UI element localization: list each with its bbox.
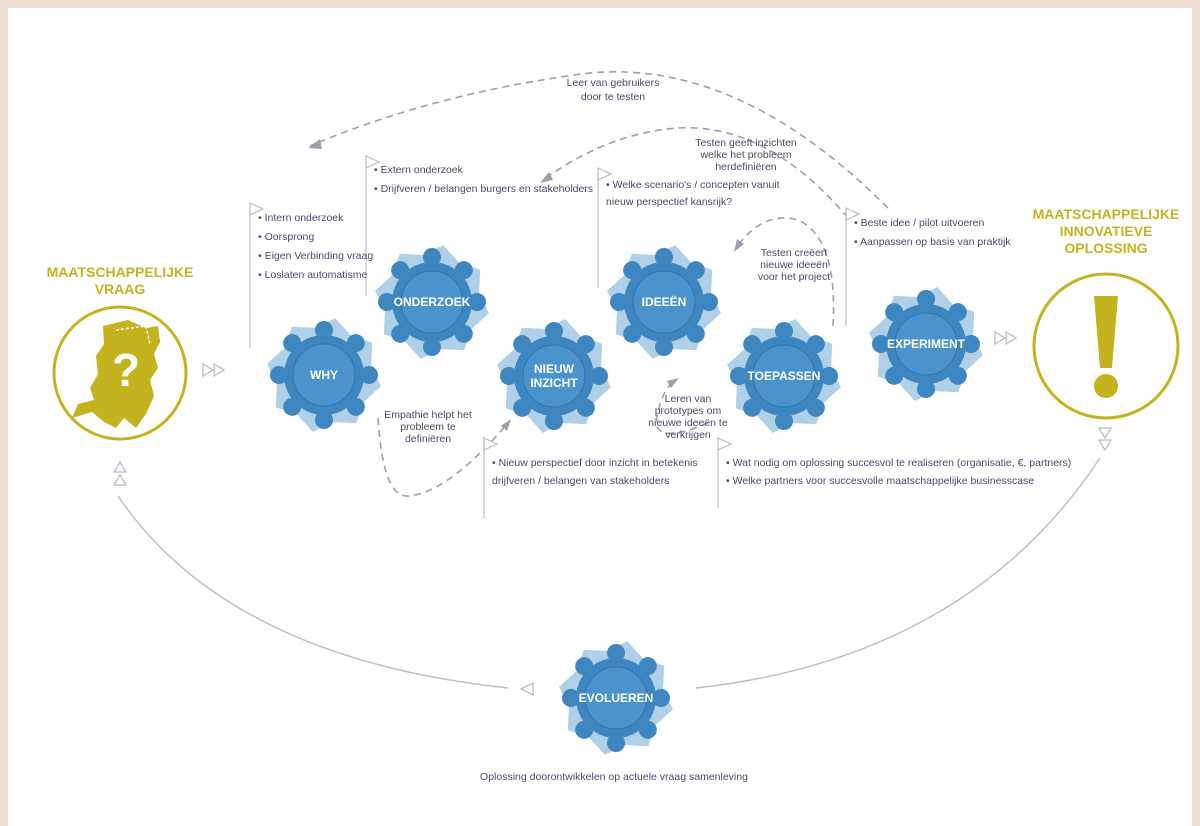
bullet-item: • Welke partners voor succesvolle maatsc… bbox=[726, 475, 1034, 487]
feedback-arrow-testen-geeft-inzichten bbox=[542, 126, 849, 219]
flag-marker bbox=[717, 437, 733, 508]
exclamation-icon bbox=[1094, 296, 1118, 398]
flag-marker bbox=[365, 155, 381, 296]
left-outcome-title-line-2: VRAAG bbox=[95, 281, 146, 297]
left-outcome: MAATSCHAPPELIJKE VRAAG ? bbox=[47, 264, 194, 441]
bullet-list-experiment: • Beste idee / pilot uitvoeren • Aanpasse… bbox=[854, 217, 1011, 248]
netherlands-map-question-icon: ? bbox=[72, 320, 160, 428]
gear-label-onderzoek: ONDERZOEK bbox=[394, 295, 471, 309]
question-mark-glyph: ? bbox=[112, 344, 140, 396]
note-line: nieuwe ideeën te bbox=[648, 417, 728, 429]
footer-caption: Oplossing doorontwikkelen op actuele vra… bbox=[480, 771, 748, 783]
gear-why: WHY bbox=[267, 318, 381, 432]
note-line: prototypes om bbox=[655, 405, 722, 417]
gear-ideeen: IDEEËN bbox=[607, 245, 721, 359]
arrowhead bbox=[540, 172, 553, 183]
return-arc-left bbox=[117, 495, 509, 689]
gear-evolueren: EVOLUEREN bbox=[559, 641, 673, 755]
bullet-item: • Beste idee / pilot uitvoeren bbox=[854, 217, 984, 229]
flow-arrow bbox=[994, 330, 1007, 346]
arrowhead bbox=[501, 419, 511, 431]
feedback-arrows bbox=[308, 71, 889, 497]
gear-label-toepassen: TOEPASSEN bbox=[748, 369, 821, 383]
note-line: Leer van gebruikers bbox=[567, 77, 660, 89]
gear-label-experiment: EXPERIMENT bbox=[887, 337, 966, 351]
bullet-item: • Wat nodig om oplossing succesvol te re… bbox=[726, 457, 1071, 469]
flow-arrow bbox=[213, 362, 226, 378]
right-outcome-title-line-2: INNOVATIEVE bbox=[1060, 223, 1153, 239]
note-line: welke het probleem bbox=[699, 149, 791, 161]
note-line: Testen geeft inzichten bbox=[695, 137, 797, 149]
bullet-list-toepassen: • Wat nodig om oplossing succesvol te re… bbox=[726, 457, 1071, 487]
flag-marker bbox=[845, 207, 861, 326]
note-line: nieuwe ideeën bbox=[760, 259, 828, 271]
flow-arrow bbox=[112, 460, 128, 473]
left-outcome-title-line-1: MAATSCHAPPELIJKE bbox=[47, 264, 194, 280]
flow-arrow bbox=[1097, 427, 1113, 440]
bullet-item: • Eigen Verbinding vraag bbox=[258, 250, 373, 262]
gear-label-nieuw-inzicht: INZICHT bbox=[530, 376, 578, 390]
bullet-list-ideeen: • Welke scenario's / concepten vanuit ni… bbox=[606, 179, 780, 208]
note-line: probleem te bbox=[400, 421, 456, 433]
arrowhead bbox=[667, 378, 679, 388]
note-line: Testen creëert bbox=[761, 247, 828, 259]
bullet-item: • Welke scenario's / concepten vanuit bbox=[606, 179, 780, 191]
bullet-list-onderzoek: • Extern onderzoek • Drijfveren / belange… bbox=[374, 164, 593, 195]
gear-experiment: EXPERIMENT bbox=[869, 287, 983, 401]
flow-arrow bbox=[1097, 439, 1113, 452]
flag-marker bbox=[249, 202, 265, 348]
feedback-arrow-leer-van-gebruikers bbox=[309, 71, 889, 209]
gear-label-ideeen: IDEEËN bbox=[642, 294, 687, 309]
flow-arrow bbox=[112, 473, 128, 486]
return-arc-right bbox=[695, 457, 1101, 689]
flag-marker bbox=[597, 167, 613, 288]
bullet-item: nieuw perspectief kansrijk? bbox=[606, 196, 732, 208]
note-line: door te testen bbox=[581, 91, 645, 103]
bullet-item: • Intern onderzoek bbox=[258, 212, 344, 224]
arrow-evolueren-left bbox=[519, 681, 534, 697]
feedback-arrow-empathie bbox=[377, 417, 509, 497]
flag-marker bbox=[483, 437, 499, 518]
bullet-item: drijfveren / belangen van stakeholders bbox=[492, 475, 669, 487]
note-line: voor het project bbox=[758, 271, 830, 283]
note-line: herdefiniëren bbox=[715, 161, 776, 173]
bullet-item: • Drijfveren / belangen burgers en stake… bbox=[374, 183, 593, 195]
note-line: Leren van bbox=[665, 393, 712, 405]
gear-label-nieuw-inzicht: NIEUW bbox=[534, 362, 575, 376]
note-line: Empathie helpt het bbox=[384, 409, 472, 421]
feedback-arrow-testen-creeert bbox=[735, 217, 835, 327]
bullet-item: • Loslaten automatisme bbox=[258, 269, 367, 281]
right-outcome-title-line-3: OPLOSSING bbox=[1064, 240, 1147, 256]
flow-arrow bbox=[202, 362, 215, 378]
right-outcome-title-line-1: MAATSCHAPPELIJKE bbox=[1033, 206, 1180, 222]
bullet-list-nieuw-inzicht: • Nieuw perspectief door inzicht in bete… bbox=[492, 457, 698, 487]
bullet-list-why: • Intern onderzoek • Oorsprong • Eigen Ver… bbox=[258, 212, 373, 281]
flow-arrow bbox=[1005, 330, 1018, 346]
gear-label-why: WHY bbox=[310, 368, 338, 382]
gear-label-evolueren: EVOLUEREN bbox=[579, 691, 654, 705]
note-leer-van-gebruikers: Leer van gebruikers door te testen bbox=[567, 77, 660, 103]
arrowhead bbox=[308, 139, 322, 149]
bullet-item: • Oorsprong bbox=[258, 231, 314, 243]
arrowhead bbox=[734, 239, 744, 252]
note-line: definiëren bbox=[405, 433, 451, 445]
feedback-arrow-leren-van-prototypes bbox=[655, 379, 709, 435]
note-line: verkrijgen bbox=[665, 429, 711, 441]
gear-onderzoek: ONDERZOEK bbox=[375, 245, 489, 359]
bullet-item: • Nieuw perspectief door inzicht in bete… bbox=[492, 457, 698, 469]
bullet-item: • Extern onderzoek bbox=[374, 164, 464, 176]
right-outcome: MAATSCHAPPELIJKE INNOVATIEVE OPLOSSING bbox=[1032, 206, 1180, 420]
gear-toepassen: TOEPASSEN bbox=[727, 319, 841, 433]
bullet-item: • Aanpassen op basis van praktijk bbox=[854, 236, 1011, 248]
flow-arrows bbox=[112, 330, 1113, 486]
